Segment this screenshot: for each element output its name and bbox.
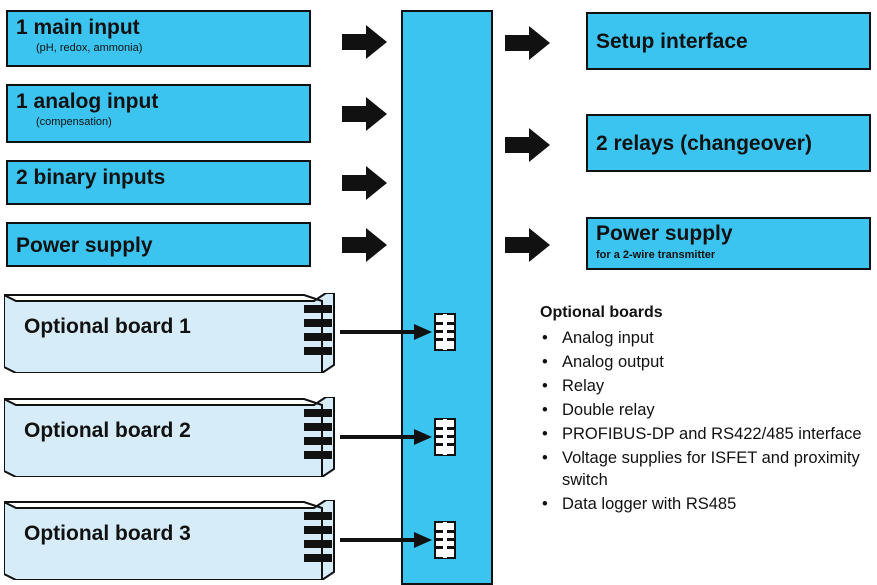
list-item: • Relay xyxy=(540,375,870,397)
input-subtitle: (pH, redox, ammonia) xyxy=(36,42,143,54)
output-box-relays: 2 relays (changeover) xyxy=(586,114,871,172)
optional-board-label: Optional board 1 xyxy=(24,315,191,338)
bullet-icon: • xyxy=(542,401,548,419)
slot-connector-icon xyxy=(434,313,456,351)
bullet-icon: • xyxy=(542,353,548,371)
input-title: 1 main input xyxy=(16,16,140,39)
list-item-text: Data logger with RS485 xyxy=(562,495,737,513)
input-title: 2 binary inputs xyxy=(16,166,166,189)
list-item-text: Voltage supplies for ISFET and proximity… xyxy=(562,449,860,489)
bullet-icon: • xyxy=(542,495,548,513)
bullet-icon: • xyxy=(542,425,548,443)
bullet-icon: • xyxy=(542,449,548,467)
arrow-right-icon xyxy=(342,97,387,131)
list-item: • Analog input xyxy=(540,327,870,349)
list-item-text: Analog output xyxy=(562,353,664,371)
optional-board-3: Optional board 3 xyxy=(4,500,344,580)
optional-board-label: Optional board 3 xyxy=(24,522,191,545)
arrow-right-icon xyxy=(505,26,550,60)
list-item-text: Double relay xyxy=(562,401,655,419)
optional-board-label: Optional board 2 xyxy=(24,419,191,442)
slot-connector-icon xyxy=(434,521,456,559)
arrow-right-icon xyxy=(505,228,550,262)
optional-board-1: Optional board 1 xyxy=(4,293,344,373)
input-box-analog: 1 analog input (compensation) xyxy=(6,84,311,143)
arrow-right-icon xyxy=(340,324,432,340)
list-item: • Data logger with RS485 xyxy=(540,493,870,515)
output-box-power: Power supply for a 2-wire transmitter xyxy=(586,217,871,270)
legend-list: • Analog input • Analog output • Relay • Dou… xyxy=(540,327,870,515)
arrow-right-icon xyxy=(342,166,387,200)
output-box-setup: Setup interface xyxy=(586,12,871,70)
output-title: 2 relays (changeover) xyxy=(596,132,812,155)
list-item-text: PROFIBUS-DP and RS422/485 interface xyxy=(562,425,862,443)
optional-board-2: Optional board 2 xyxy=(4,397,344,477)
arrow-right-icon xyxy=(505,128,550,162)
list-item-text: Analog input xyxy=(562,329,654,347)
input-title: Power supply xyxy=(16,234,153,257)
list-item-text: Relay xyxy=(562,377,605,395)
list-item: • PROFIBUS-DP and RS422/485 interface xyxy=(540,423,870,445)
input-title: 1 analog input xyxy=(16,90,159,113)
arrow-right-icon xyxy=(340,532,432,548)
input-box-main: 1 main input (pH, redox, ammonia) xyxy=(6,10,311,67)
input-box-power: Power supply xyxy=(6,222,311,267)
list-item: • Analog output xyxy=(540,351,870,373)
bullet-icon: • xyxy=(542,329,548,347)
input-subtitle: (compensation) xyxy=(36,116,112,128)
output-subtitle: for a 2-wire transmitter xyxy=(596,249,716,261)
list-item: • Voltage supplies for ISFET and proximit… xyxy=(540,447,870,491)
legend-heading: Optional boards xyxy=(540,304,663,321)
bullet-icon: • xyxy=(542,377,548,395)
output-title: Power supply xyxy=(596,222,733,245)
arrow-right-icon xyxy=(342,228,387,262)
arrow-right-icon xyxy=(340,429,432,445)
arrow-right-icon xyxy=(342,25,387,59)
central-unit-bus xyxy=(401,10,493,585)
slot-connector-icon xyxy=(434,418,456,456)
optional-boards-legend: Optional boards • Analog input • Analog ou… xyxy=(540,304,870,517)
list-item: • Double relay xyxy=(540,399,870,421)
output-title: Setup interface xyxy=(596,30,748,53)
input-box-binary: 2 binary inputs xyxy=(6,160,311,205)
